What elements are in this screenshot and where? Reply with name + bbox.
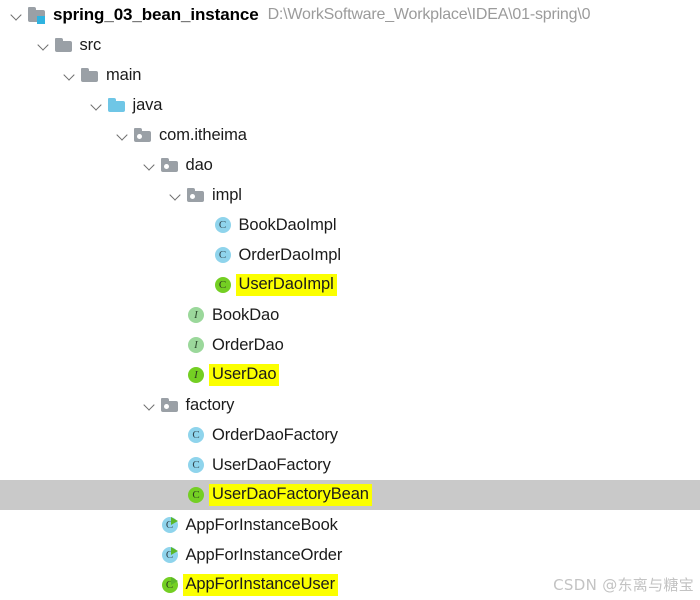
tree-row-label: AppForInstanceOrder <box>185 545 343 564</box>
package-icon <box>160 155 180 175</box>
runnable-class-icon: C <box>160 515 180 535</box>
tree-row-label: UserDaoFactoryBean <box>209 484 372 506</box>
folder-icon <box>54 35 74 55</box>
chevron-down-icon[interactable] <box>141 397 158 414</box>
class-icon: C <box>186 425 206 445</box>
chevron-spacer <box>167 337 184 354</box>
tree-row[interactable]: factory <box>0 390 700 420</box>
tree-row[interactable]: java <box>0 90 700 120</box>
interface-icon: I <box>186 365 206 385</box>
chevron-spacer <box>194 277 211 294</box>
badge-glyph: C <box>214 277 231 293</box>
badge-glyph: I <box>188 307 204 323</box>
badge-glyph: C <box>188 487 204 503</box>
tree-row[interactable]: I UserDao <box>0 360 700 390</box>
run-marker-icon[interactable] <box>170 577 178 585</box>
run-marker-icon[interactable] <box>170 547 178 555</box>
tree-row[interactable]: main <box>0 60 700 90</box>
tree-row[interactable]: impl <box>0 180 700 210</box>
tree-row[interactable]: spring_03_bean_instance D:\WorkSoftware_W… <box>0 0 700 30</box>
tree-row-label: OrderDao <box>212 335 284 354</box>
chevron-down-icon[interactable] <box>141 157 158 174</box>
module-folder-icon <box>27 5 47 25</box>
tree-row-label: spring_03_bean_instance <box>53 5 259 24</box>
runnable-class-icon: C <box>160 545 180 565</box>
chevron-spacer <box>167 487 184 504</box>
chevron-spacer <box>167 457 184 474</box>
badge-glyph: C <box>214 217 231 233</box>
chevron-spacer <box>167 367 184 384</box>
chevron-down-icon[interactable] <box>114 127 131 144</box>
source-folder-icon <box>107 95 127 115</box>
chevron-spacer <box>194 247 211 264</box>
badge-glyph: C <box>188 427 204 443</box>
class-icon: C <box>213 215 233 235</box>
tree-row-label: AppForInstanceBook <box>185 515 338 534</box>
tree-row[interactable]: C OrderDaoImpl <box>0 240 700 270</box>
class-icon: C <box>213 245 233 265</box>
project-path-label: D:\WorkSoftware_Workplace\IDEA\01-spring… <box>267 6 591 23</box>
chevron-spacer <box>167 307 184 324</box>
tree-row[interactable]: C OrderDaoFactory <box>0 420 700 450</box>
tree-row-label: OrderDaoImpl <box>238 245 342 264</box>
tree-row-label: java <box>132 95 163 114</box>
chevron-spacer <box>167 427 184 444</box>
tree-row[interactable]: C AppForInstanceOrder <box>0 540 700 570</box>
badge-glyph: I <box>188 337 204 353</box>
chevron-down-icon[interactable] <box>8 7 25 24</box>
tree-row-label: UserDao <box>209 364 280 386</box>
tree-row-label: UserDaoImpl <box>235 274 337 296</box>
chevron-down-icon[interactable] <box>35 37 52 54</box>
interface-icon: I <box>186 335 206 355</box>
tree-row[interactable]: C BookDaoImpl <box>0 210 700 240</box>
class-icon: C <box>213 275 233 295</box>
chevron-spacer <box>194 217 211 234</box>
tree-row[interactable]: src <box>0 30 700 60</box>
tree-row-label: dao <box>185 155 213 174</box>
tree-row[interactable]: dao <box>0 150 700 180</box>
tree-row-label: main <box>106 65 142 84</box>
tree-row[interactable]: C UserDaoFactory <box>0 450 700 480</box>
package-icon <box>186 185 206 205</box>
badge-glyph: I <box>188 367 204 383</box>
tree-row-label: factory <box>185 395 235 414</box>
tree-row-label: BookDaoImpl <box>238 215 337 234</box>
tree-row-label: UserDaoFactory <box>212 455 331 474</box>
class-icon: C <box>186 455 206 475</box>
tree-row-label: com.itheima <box>159 125 247 144</box>
chevron-down-icon[interactable] <box>61 67 78 84</box>
tree-row[interactable]: com.itheima <box>0 120 700 150</box>
badge-glyph: C <box>214 247 231 263</box>
tree-row[interactable]: C AppForInstanceBook <box>0 510 700 540</box>
chevron-spacer <box>141 517 158 534</box>
chevron-down-icon[interactable] <box>88 97 105 114</box>
tree-row[interactable]: C UserDaoFactoryBean <box>0 480 700 510</box>
folder-icon <box>80 65 100 85</box>
runnable-class-icon: C <box>160 575 180 595</box>
tree-row-label: impl <box>212 185 242 204</box>
tree-row-label: BookDao <box>212 305 280 324</box>
tree-row-label: OrderDaoFactory <box>212 425 338 444</box>
tree-row-label: AppForInstanceUser <box>182 574 339 596</box>
chevron-spacer <box>141 577 158 594</box>
interface-icon: I <box>186 305 206 325</box>
tree-row-label: src <box>79 35 102 54</box>
package-icon <box>160 395 180 415</box>
badge-glyph: C <box>188 457 204 473</box>
chevron-spacer <box>141 547 158 564</box>
class-icon: C <box>186 485 206 505</box>
chevron-down-icon[interactable] <box>167 187 184 204</box>
package-icon <box>133 125 153 145</box>
run-marker-icon[interactable] <box>170 517 178 525</box>
tree-row[interactable]: I OrderDao <box>0 330 700 360</box>
tree-row[interactable]: I BookDao <box>0 300 700 330</box>
